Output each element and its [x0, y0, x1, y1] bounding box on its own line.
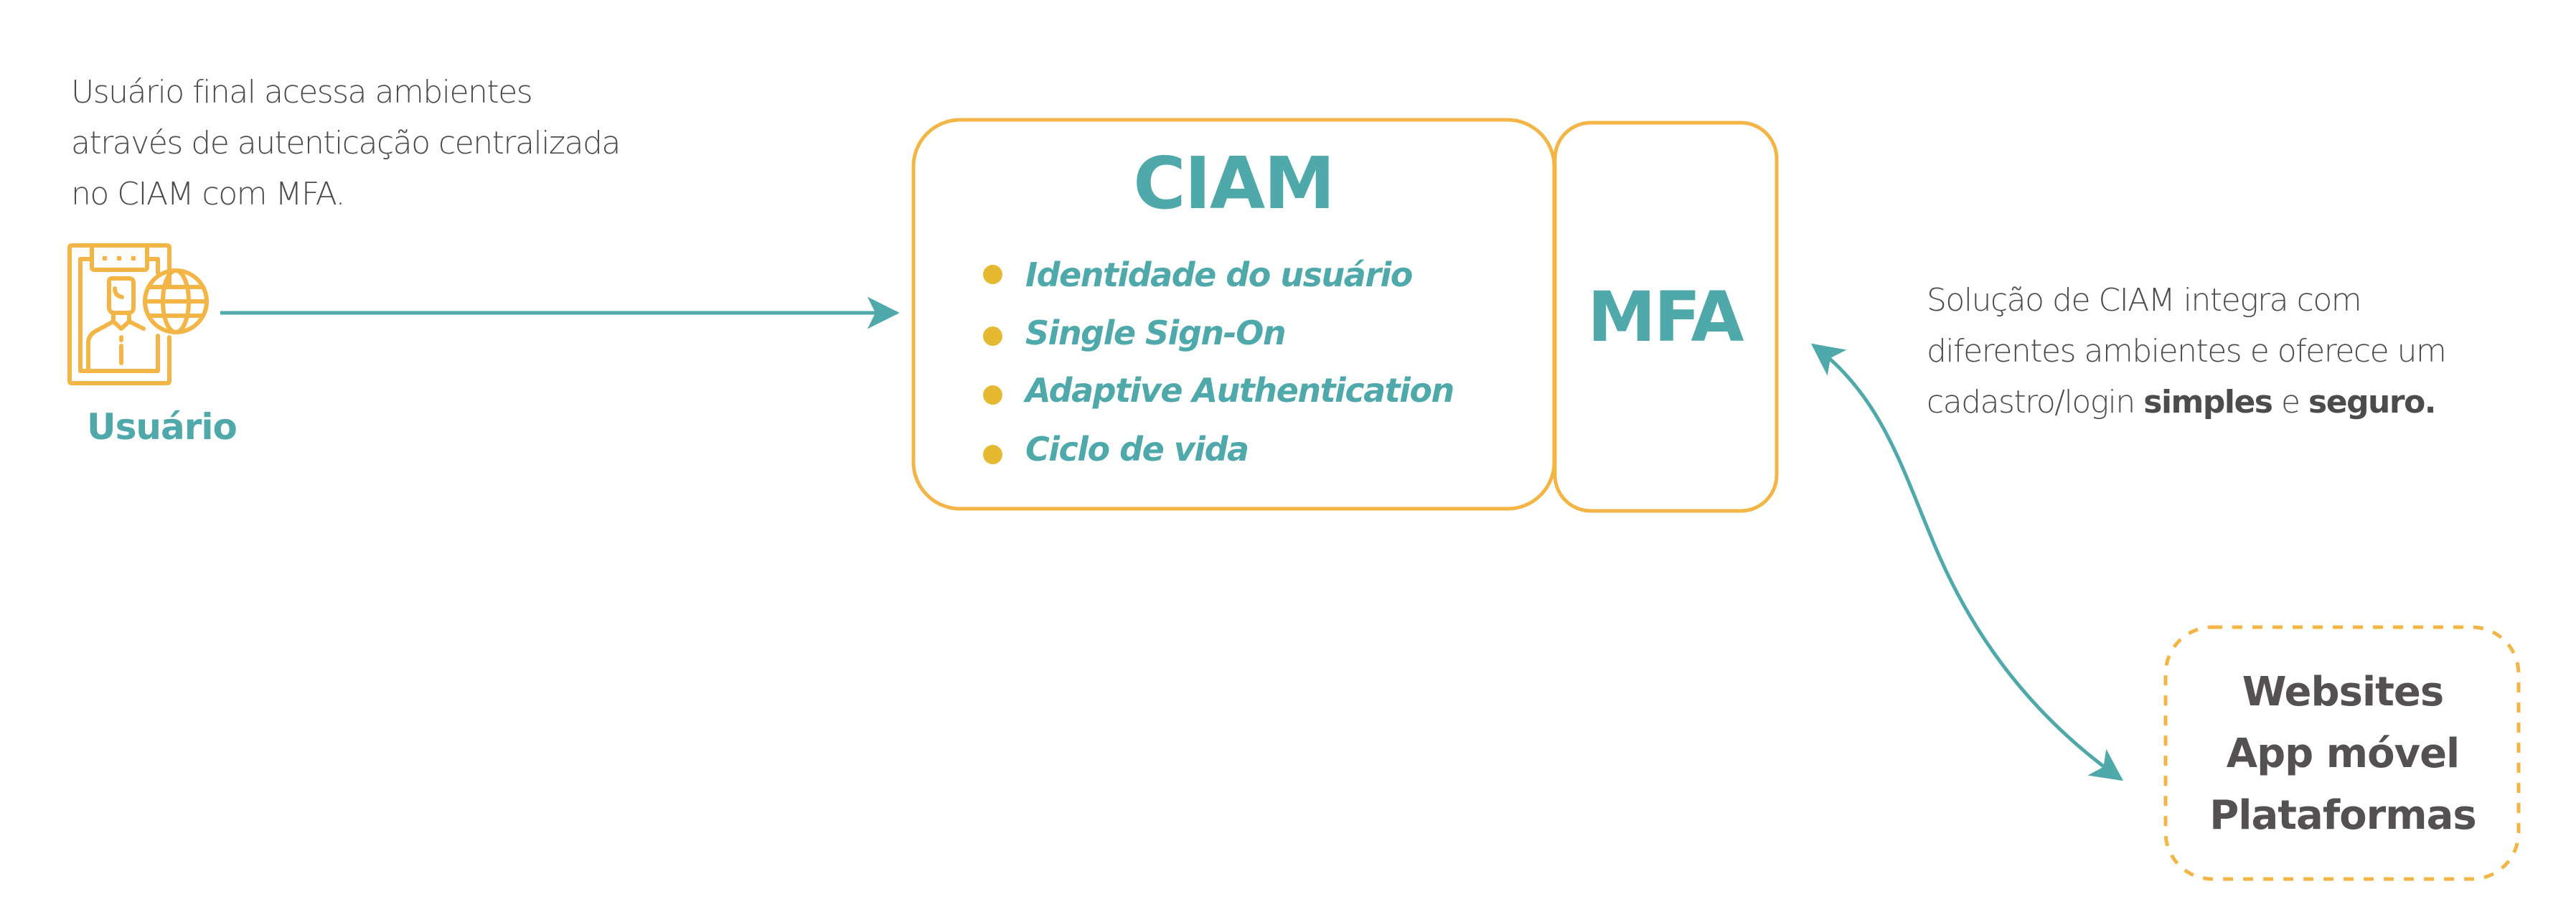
- integration-line: Solução de CIAM integra com: [1927, 282, 2362, 319]
- bullet-icon: [983, 445, 1002, 464]
- platforms-box: [2163, 625, 2521, 881]
- user-label: Usuário: [87, 406, 238, 448]
- ciam-feature-sso: Single Sign-On: [1025, 314, 1287, 352]
- integration-text: e: [2272, 384, 2309, 420]
- bullet-icon: [983, 385, 1002, 405]
- user-description: Usuário final acessa ambientes através d…: [71, 67, 621, 220]
- integration-line: cadastro/login simples e seguro.: [1927, 377, 2445, 428]
- ciam-feature-adaptive-auth: Adaptive Authentication: [1025, 371, 1454, 410]
- integration-description: Solução de CIAM integra com diferentes a…: [1927, 275, 2447, 428]
- phone-dots: [103, 256, 136, 260]
- ciam-title: CIAM: [1133, 141, 1335, 225]
- mfa-box: [1553, 121, 1779, 513]
- platform-mobile-app: App móvel: [2226, 730, 2460, 777]
- platform-platforms: Plataformas: [2209, 792, 2477, 839]
- bullet-icon: [983, 326, 1002, 346]
- platform-websites: Websites: [2242, 669, 2444, 715]
- user-description-line: Usuário final acessa ambientes: [71, 74, 533, 111]
- bullet-icon: [983, 265, 1002, 284]
- ciam-feature-lifecycle: Ciclo de vida: [1025, 430, 1249, 469]
- mfa-platforms-double-arrow: [1810, 343, 2124, 781]
- integration-text: cadastro/login: [1927, 384, 2144, 420]
- user-description-line: através de autenticação centralizada: [71, 125, 621, 161]
- mfa-title: MFA: [1587, 277, 1744, 357]
- ciam-feature-identity: Identidade do usuário: [1025, 255, 1413, 294]
- user-description-line: no CIAM com MFA.: [71, 176, 346, 212]
- user-smartphone-globe-icon: [67, 243, 209, 385]
- integration-line: diferentes ambientes e oferece um: [1927, 333, 2447, 370]
- integration-bold-simple: simples: [2143, 384, 2273, 420]
- integration-bold-secure: seguro.: [2308, 384, 2437, 420]
